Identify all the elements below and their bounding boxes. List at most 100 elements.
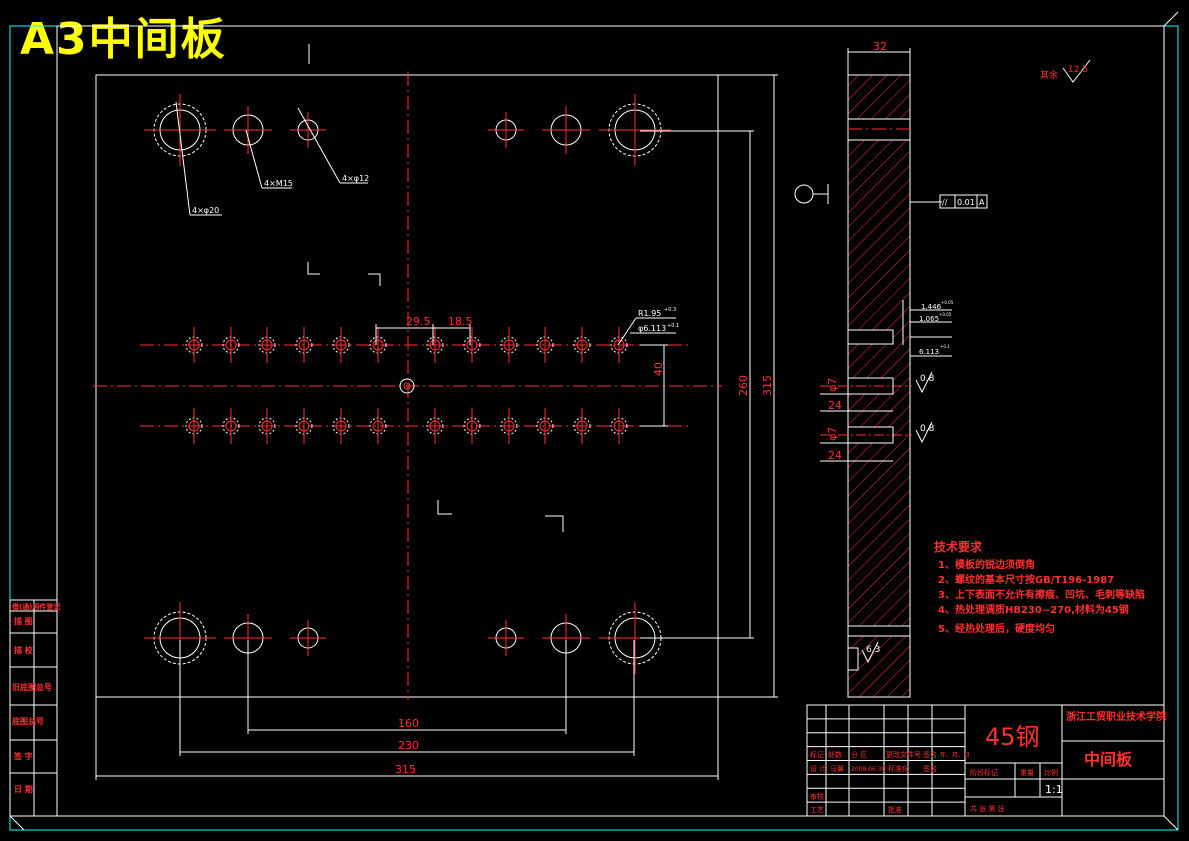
dim-260: 260 xyxy=(737,375,750,396)
screw-hole xyxy=(224,106,272,154)
dim-24-lower: 24 xyxy=(828,449,842,462)
cavity-corner-marks xyxy=(307,262,564,532)
title-mark-row: 签名 xyxy=(923,750,937,759)
callout-phi12: 4×φ12 xyxy=(342,174,369,183)
dim-230: 230 xyxy=(398,739,419,752)
strip-label: 借(通)用件登记 xyxy=(11,602,60,611)
cavity-hole xyxy=(426,408,444,444)
dim-315-vertical: 315 xyxy=(761,375,774,396)
cavity-hole xyxy=(610,327,628,363)
callout-r195: R1.95 xyxy=(638,309,661,318)
callout-phi6113: φ6.113 xyxy=(638,324,666,333)
dim-315-horizontal: 315 xyxy=(395,763,416,776)
strip-label: 描 图 xyxy=(14,616,33,626)
cavity-hole xyxy=(295,408,313,444)
cavity-hole xyxy=(610,408,628,444)
title-scale: 1:1 xyxy=(1045,783,1063,796)
cavity-hole xyxy=(463,327,481,363)
title-process: 工艺 xyxy=(810,806,824,814)
guide-pillar-hole xyxy=(599,94,671,166)
tech-req-item: 5、经热处理后，硬度均匀 xyxy=(938,622,1055,635)
title-stage-label: 阶段标记 xyxy=(970,768,998,777)
dim-32: 32 xyxy=(873,40,887,53)
tech-req-item: 3、上下表面不允许有擦痕、凹坑、毛刺等缺陷 xyxy=(938,588,1145,601)
cavity-hole xyxy=(258,327,276,363)
tol-symbol: // xyxy=(942,198,948,207)
dim-24-upper: 24 xyxy=(828,399,842,412)
dim-18-5: 18.5 xyxy=(448,315,473,328)
tech-req-heading: 技术要求 xyxy=(934,539,983,554)
tol-datum: A xyxy=(979,198,985,207)
title-school: 浙江工贸职业技术学院 xyxy=(1066,710,1166,723)
dim-6-113: 6.113 xyxy=(919,348,939,356)
dim-6-113-tol: +0.1 xyxy=(940,344,950,349)
title-mark-row: 处数 xyxy=(828,750,842,759)
small-pin-hole xyxy=(290,112,326,148)
cavity-hole xyxy=(536,327,554,363)
small-pin-hole xyxy=(290,620,326,656)
title-mark-row: 标记 xyxy=(810,750,824,759)
small-pin-hole xyxy=(488,112,524,148)
title-scale-label: 比例 xyxy=(1044,768,1058,777)
title-approve: 批准 xyxy=(888,805,902,814)
cavity-hole xyxy=(463,408,481,444)
roughness-others-label: 其余 xyxy=(1040,69,1058,81)
cavity-hole xyxy=(369,327,387,363)
title-weight-label: 重量 xyxy=(1020,769,1034,777)
dim-1-446: 1.446 xyxy=(921,303,942,311)
cavity-hole xyxy=(185,408,203,444)
surface-roughness-marks xyxy=(861,59,1091,664)
dim-phi7-upper: φ7 xyxy=(826,378,839,392)
callout-phi6113-tol: +0.1 xyxy=(667,323,679,329)
cavity-hole xyxy=(332,327,350,363)
dim-160: 160 xyxy=(398,717,419,730)
dim-40: 40 xyxy=(652,362,665,376)
cavity-hole xyxy=(426,327,444,363)
screw-hole xyxy=(542,106,590,154)
side-section-view xyxy=(820,74,912,698)
title-mark-row: 年、月、日 xyxy=(940,751,970,759)
tech-req-item: 4、热处理调质HB230~270,材料为45钢 xyxy=(938,603,1129,616)
strip-label: 底图总号 xyxy=(11,716,44,726)
cavity-hole xyxy=(369,408,387,444)
cavity-hole xyxy=(332,408,350,444)
roughness-c: 6.3 xyxy=(866,645,880,655)
title-design-row: 标准化 xyxy=(888,764,909,773)
hole-callouts xyxy=(175,101,368,216)
title-sheets: 共 张 第 张 xyxy=(970,804,1005,813)
tol-value: 0.01 xyxy=(957,198,975,207)
cavity-hole xyxy=(573,327,591,363)
registration-marks xyxy=(9,11,1179,831)
title-design-row: 设 计 xyxy=(810,764,826,773)
parallelism-tolerance-frame: // 0.01 A xyxy=(939,194,988,209)
cavity-hole xyxy=(573,408,591,444)
dimension-lines xyxy=(95,48,911,780)
small-pin-hole xyxy=(488,620,524,656)
center-lines xyxy=(93,72,722,700)
title-design-row: 马翼 xyxy=(830,765,844,773)
guide-pillar-hole xyxy=(144,94,216,166)
cavity-hole xyxy=(222,327,240,363)
strip-label: 日 期 xyxy=(14,784,33,794)
strip-label: 旧底图总号 xyxy=(12,682,52,692)
cavity-hole xyxy=(500,327,518,363)
small-holes-rows xyxy=(185,327,628,444)
dim-1-446-tol: +0.05 xyxy=(941,300,954,305)
title-design-row: 签名 xyxy=(923,764,937,773)
roughness-b: 0.8 xyxy=(920,424,935,434)
strip-label: 描 校 xyxy=(14,645,34,655)
cavity-hole xyxy=(185,327,203,363)
cavity-hole xyxy=(500,408,518,444)
roughness-a: 0.8 xyxy=(920,374,935,384)
cavity-hole xyxy=(222,408,240,444)
left-revision-strip: 借(通)用件登记 描 图 描 校 旧底图总号 底图总号 签 字 日 期 xyxy=(9,599,60,817)
callout-r195-tol: +0.3 xyxy=(664,307,676,313)
strip-label: 签 字 xyxy=(13,751,33,761)
cavity-hole xyxy=(295,327,313,363)
callout-m15: 4×M15 xyxy=(264,179,293,188)
inner-sheet-border xyxy=(56,25,1165,817)
sheet-title: A3中间板 xyxy=(20,14,227,65)
roughness-main: 12.5 xyxy=(1068,65,1088,75)
dim-1-065-tol: +0.05 xyxy=(939,312,952,317)
